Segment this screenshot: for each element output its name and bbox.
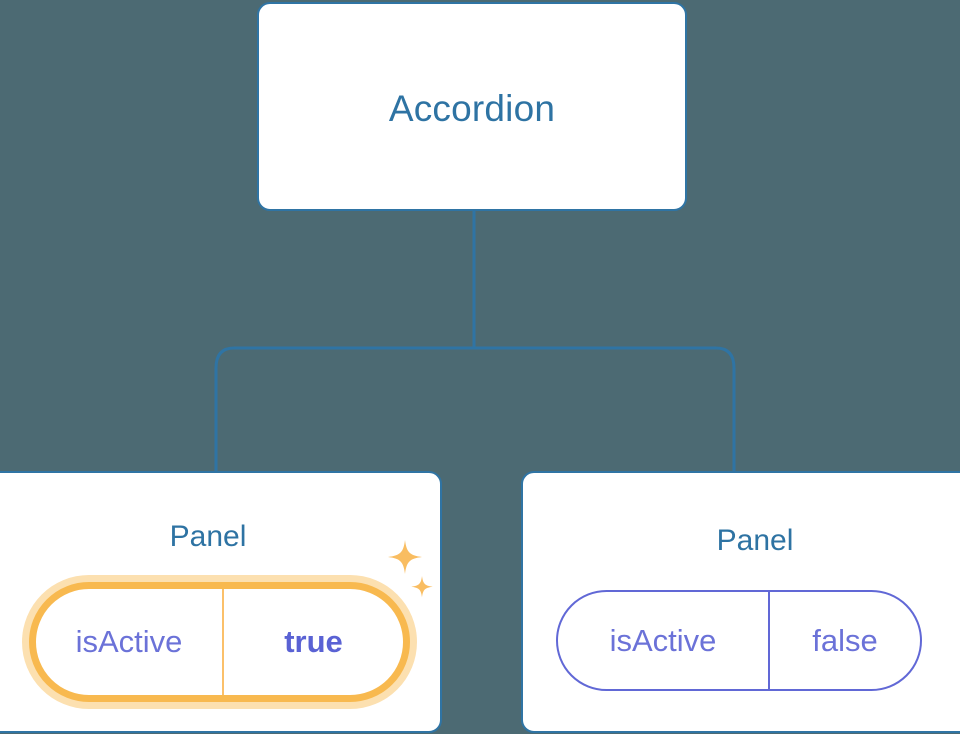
node-panel-inactive-title: Panel bbox=[716, 524, 794, 557]
connector-branch-left bbox=[214, 346, 474, 472]
connector-branch-right bbox=[474, 346, 736, 472]
prop-pill-isactive-false[interactable]: isActive false bbox=[556, 590, 922, 691]
prop-key-label: isActive bbox=[558, 592, 770, 689]
prop-value-label: false bbox=[812, 622, 878, 658]
prop-key-label: isActive bbox=[36, 589, 224, 695]
node-accordion[interactable]: Accordion bbox=[257, 2, 687, 211]
prop-value-label: true bbox=[284, 624, 343, 659]
node-panel-active-title: Panel bbox=[169, 520, 247, 553]
prop-pill-isactive-true[interactable]: isActive true bbox=[29, 582, 410, 702]
node-accordion-title: Accordion bbox=[388, 88, 556, 129]
